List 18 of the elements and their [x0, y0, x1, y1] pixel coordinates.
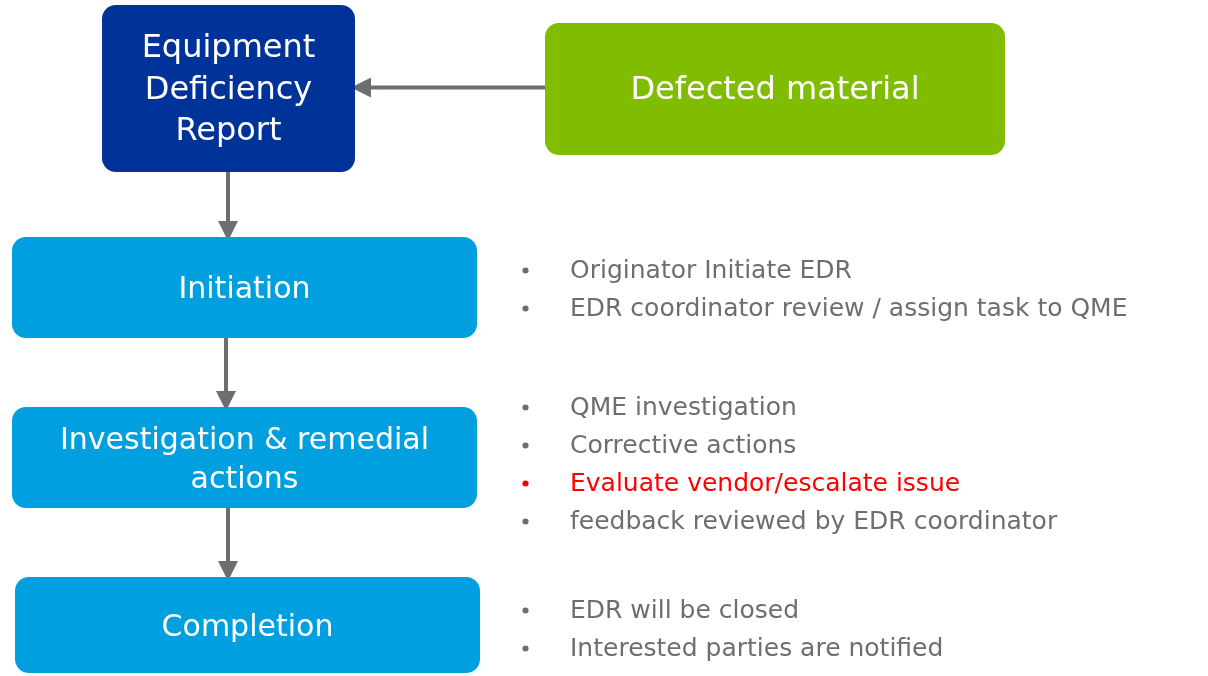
bullet-text: feedback reviewed by EDR coordinator	[570, 505, 1058, 537]
process-box	[12, 237, 477, 338]
process-box	[545, 23, 1005, 155]
bullet-text: EDR will be closed	[570, 594, 800, 626]
bullet-text: Corrective actions	[570, 429, 797, 461]
bullet-text: EDR coordinator review / assign task to QME	[570, 292, 1128, 324]
process-box	[12, 407, 477, 508]
bullet-text: Evaluate vendor/escalate issue	[570, 467, 961, 499]
bullet-text: Interested parties are notified	[570, 632, 944, 664]
box-label: Defected material	[630, 68, 920, 110]
process-box	[102, 5, 355, 172]
box-label: Investigation & remedial actions	[58, 419, 431, 497]
box-label: Equipment Deficiency Report	[140, 26, 317, 151]
bullet-text: QME investigation	[570, 391, 797, 423]
box-label: Completion	[161, 606, 334, 645]
box-label: Initiation	[178, 269, 311, 307]
process-box	[15, 577, 480, 673]
bullet-text: Originator Initiate EDR	[570, 254, 852, 286]
